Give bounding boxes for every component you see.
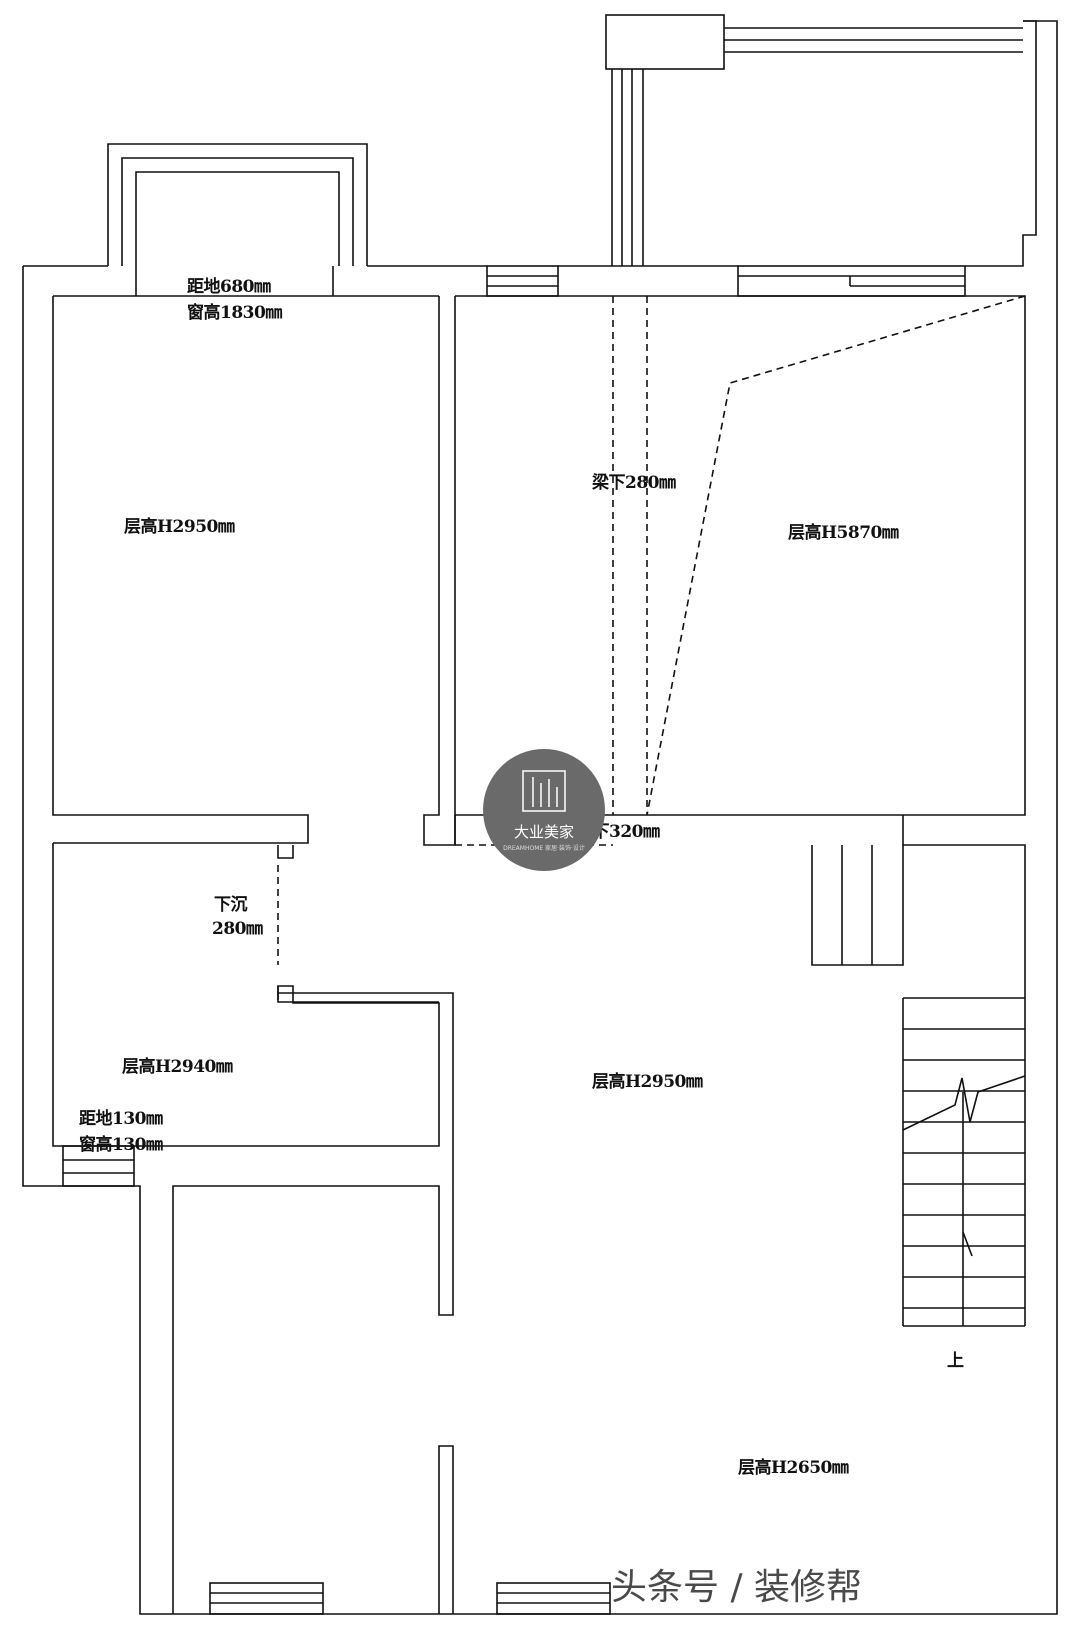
- sunken-label: 下沉: [214, 895, 248, 915]
- bay-window-top: [107, 143, 368, 296]
- watermark-logo: 大业美家 DREAMHOME 家居·装饰·设计: [483, 749, 605, 871]
- top-windows: [486, 265, 966, 297]
- window-top-height-label: 窗高1830㎜: [187, 303, 282, 323]
- watermark-footer-text: 头条号 / 装修帮: [611, 1567, 863, 1608]
- beam-top-label: 梁下280㎜: [592, 473, 676, 493]
- room-bottom-height-label: 层高H2650㎜: [738, 1458, 849, 1478]
- logo-mark-icon: [522, 770, 566, 812]
- balcony-top-right: [605, 14, 1023, 266]
- window-left-distance-label: 距地130㎜: [79, 1109, 163, 1129]
- room-mid-left: [52, 843, 440, 1147]
- sunken-depth-label: 280㎜: [212, 919, 263, 939]
- room-midleft-height-label: 层高H2940㎜: [122, 1057, 233, 1077]
- window-bottom-left: [209, 1582, 324, 1615]
- window-left: [62, 1145, 135, 1187]
- window-left-height-label: 窗高130㎜: [79, 1135, 163, 1155]
- room-top-left: [52, 296, 309, 844]
- window-top-distance-label: 距地680㎜: [187, 277, 271, 297]
- outer-walls: [22, 20, 1058, 1615]
- stair-up-label: 上: [947, 1351, 964, 1371]
- partition-top: [423, 296, 456, 846]
- watermark-logo-subtext: DREAMHOME 家居·装饰·设计: [503, 845, 585, 852]
- window-bottom-mid: [496, 1582, 611, 1615]
- room-top-right: [455, 295, 1026, 816]
- room-topright-height-label: 层高H5870㎜: [788, 523, 899, 543]
- room-topleft-height-label: 层高H2950㎜: [124, 517, 235, 537]
- room-center-height-label: 层高H2950㎜: [592, 1072, 703, 1092]
- watermark-logo-text: 大业美家: [513, 823, 574, 841]
- beam-lines: [277, 295, 1026, 965]
- stair: [811, 845, 1026, 1327]
